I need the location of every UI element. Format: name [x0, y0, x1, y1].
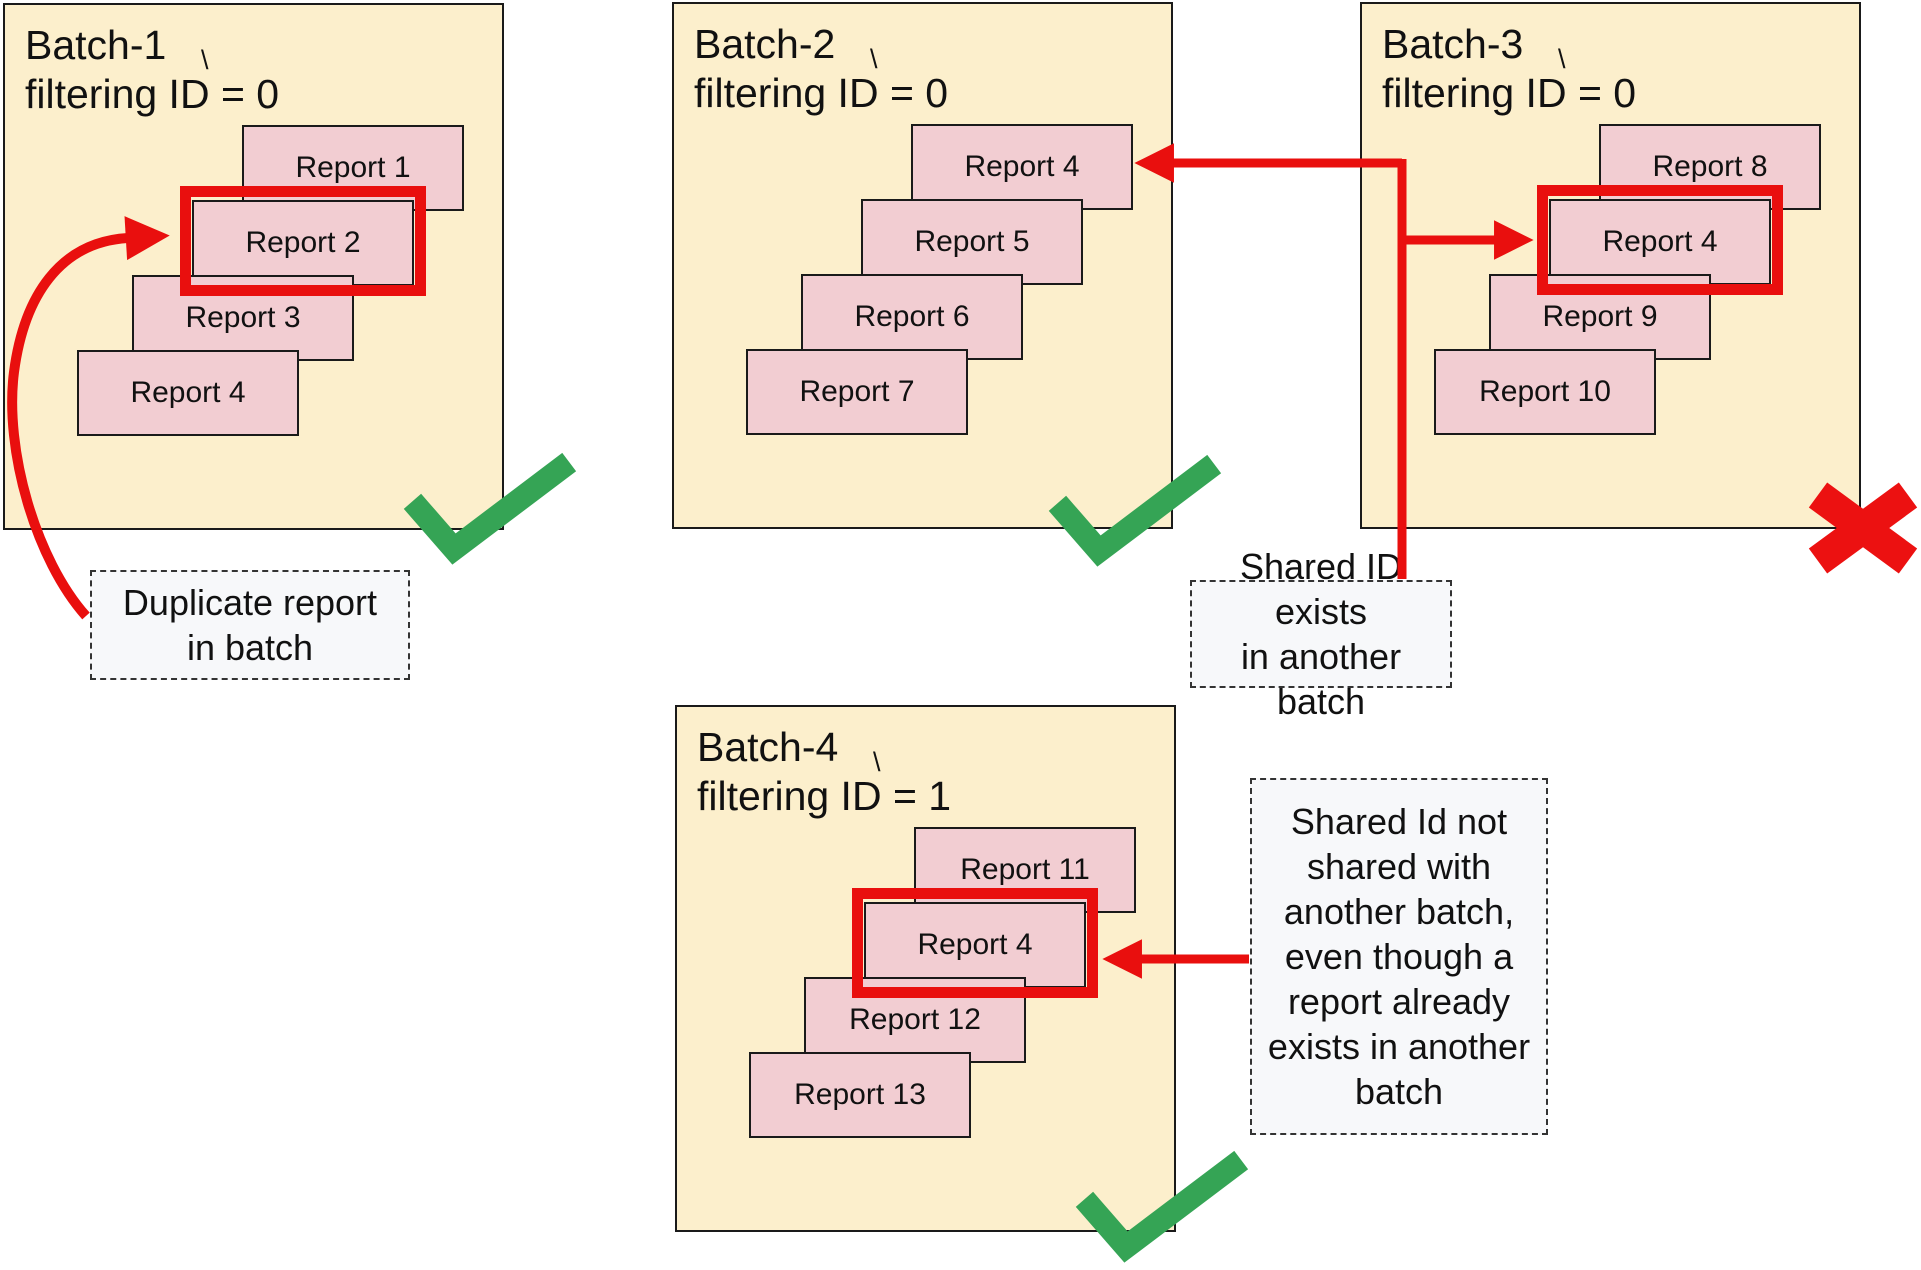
- note-line: exists in another: [1267, 1026, 1531, 1067]
- report-card: Report 4: [911, 124, 1133, 210]
- report-label: Report 8: [1652, 150, 1768, 183]
- batch-4-name: Batch-4: [697, 724, 839, 770]
- batch-2-filtering-id: filtering ID = 0: [694, 70, 949, 116]
- note-line: Shared Id not: [1290, 801, 1508, 842]
- shared-id-highlight-box: [852, 888, 1098, 998]
- batch-4-title: Batch-4 filtering ID = 1: [697, 723, 951, 821]
- note-line: in batch: [186, 627, 314, 668]
- batch-3-filtering-id: filtering ID = 0: [1382, 70, 1637, 116]
- note-line: even though a: [1284, 936, 1514, 977]
- batch-box-3: Batch-3 filtering ID = 0 \ Report 8 Repo…: [1360, 2, 1861, 529]
- report-label: Report 4: [130, 376, 246, 409]
- batch-2-name: Batch-2: [694, 21, 836, 67]
- note-line: Duplicate report: [122, 582, 378, 623]
- report-label: Report 10: [1479, 375, 1611, 408]
- stray-tick-mark: \: [870, 44, 878, 74]
- report-label: Report 12: [849, 1003, 981, 1036]
- report-label: Report 1: [295, 151, 411, 184]
- report-label: Report 2: [245, 226, 361, 259]
- report-label: Report 11: [960, 853, 1090, 886]
- report-label: Report 9: [1542, 300, 1658, 333]
- note-line: shared with: [1306, 846, 1492, 887]
- report-label: Report 4: [964, 150, 1080, 183]
- batch-box-4: Batch-4 filtering ID = 1 \ Report 11 Rep…: [675, 705, 1176, 1232]
- batch-1-name: Batch-1: [25, 22, 167, 68]
- note-shared-id-not-shared: Shared Id not shared with another batch,…: [1250, 778, 1548, 1135]
- report-label: Report 13: [794, 1078, 926, 1111]
- report-label: Report 7: [799, 375, 915, 408]
- batch-3-title: Batch-3 filtering ID = 0: [1382, 20, 1636, 118]
- batch-1-title: Batch-1 filtering ID = 0: [25, 21, 279, 119]
- report-card: Report 4: [1549, 199, 1771, 285]
- stray-tick-mark: \: [1558, 44, 1566, 74]
- batch-3-name: Batch-3: [1382, 21, 1524, 67]
- report-card: Report 4: [864, 902, 1086, 988]
- stray-tick-mark: \: [201, 45, 209, 75]
- batch-2-title: Batch-2 filtering ID = 0: [694, 20, 948, 118]
- report-label: Report 6: [854, 300, 970, 333]
- report-label: Report 4: [1602, 225, 1718, 258]
- report-card: Report 10: [1434, 349, 1656, 435]
- batch-1-filtering-id: filtering ID = 0: [25, 71, 280, 117]
- report-label: Report 4: [917, 928, 1033, 961]
- report-label: Report 3: [185, 301, 301, 334]
- note-shared-id-exists: Shared ID exists in another batch: [1190, 546, 1452, 722]
- report-card: Report 6: [801, 274, 1023, 360]
- batch-box-2: Batch-2 filtering ID = 0 \ Report 4 Repo…: [672, 2, 1173, 529]
- note-line: batch: [1354, 1071, 1444, 1112]
- note-line: in another batch: [1240, 636, 1402, 722]
- note-duplicate-report: Duplicate report in batch: [90, 570, 410, 680]
- batch-4-filtering-id: filtering ID = 1: [697, 773, 952, 819]
- report-card: Report 7: [746, 349, 968, 435]
- note-line: Shared ID exists: [1239, 546, 1403, 632]
- report-label: Report 5: [914, 225, 1030, 258]
- shared-id-highlight-box: [1537, 185, 1783, 295]
- note-line: another batch,: [1283, 891, 1515, 932]
- duplicate-report-highlight-box: [180, 186, 426, 296]
- report-card: Report 13: [749, 1052, 971, 1138]
- batch-box-1: Batch-1 filtering ID = 0 \ Report 1 Repo…: [3, 3, 504, 530]
- report-card: Report 4: [77, 350, 299, 436]
- report-card: Report 5: [861, 199, 1083, 285]
- stray-tick-mark: \: [873, 747, 881, 777]
- note-line: report already: [1287, 981, 1511, 1022]
